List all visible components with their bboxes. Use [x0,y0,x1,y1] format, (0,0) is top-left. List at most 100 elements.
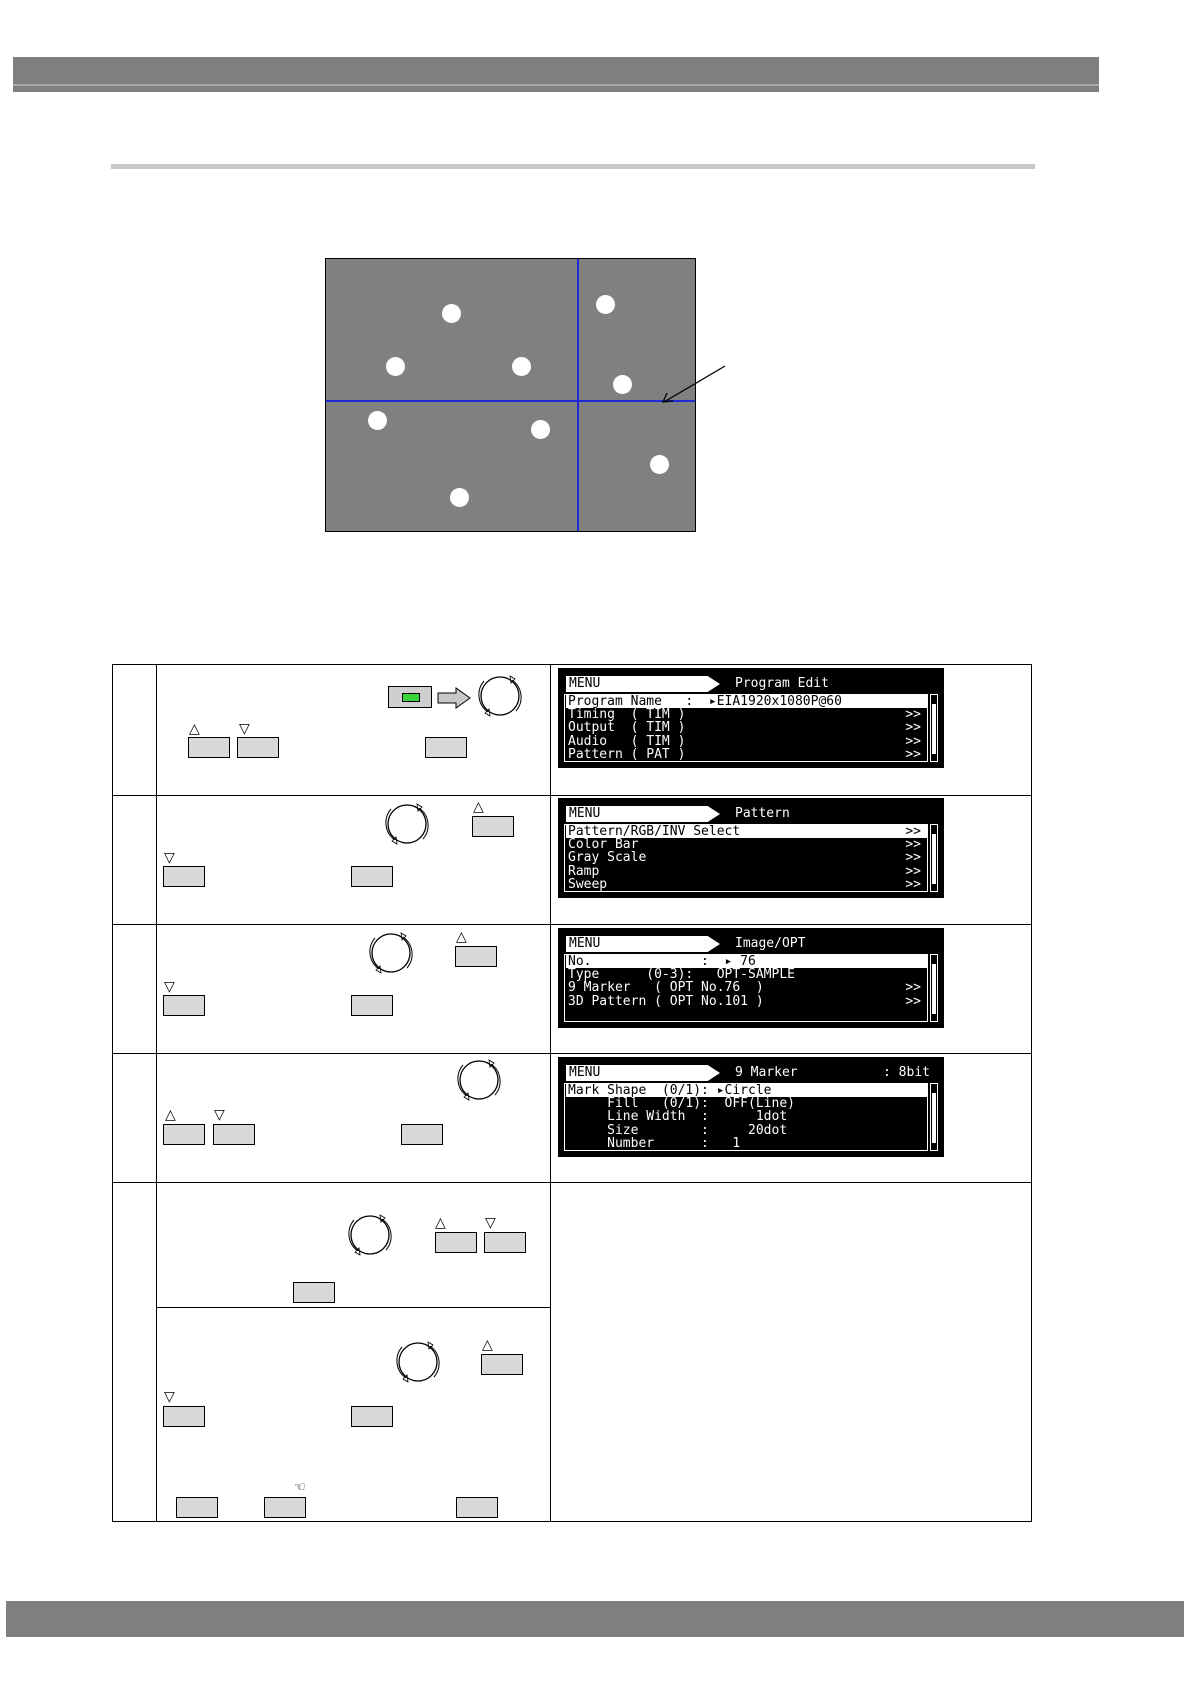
lcd-9-marker: MENU 9 Marker : 8bit Mark Shape (0/1): ▸… [558,1057,944,1157]
menu-row-label: Pattern/RGB/INV Select [568,824,741,839]
menu-row-label: Mark Shape (0/1): ▸Circle [568,1083,772,1098]
menu-row[interactable]: Gray Scale>> [566,851,927,864]
menu-row[interactable]: Type (0-3): OPT-SAMPLE [566,968,927,981]
menu-row-label: Line Width : 1dot [568,1109,788,1125]
menu-row-label: Audio ( TIM ) [568,733,686,749]
menu-row-arrow: >> [905,720,921,736]
menu-row-label: Color Bar [568,837,639,853]
menu-row[interactable]: Ramp>> [566,863,927,879]
marker-dot [442,304,461,323]
enter-key[interactable] [351,995,393,1016]
scrollbar-thumb[interactable] [932,704,936,754]
menu-row[interactable] [566,1008,927,1021]
menu-list: No. : ▸ 76 Type (0-3): OPT-SAMPLE 9 Mark… [566,955,927,1021]
menu-row-label: Program Name : ▸EIA1920x1080P@60 [568,694,842,709]
menu-row[interactable]: 9 Marker ( OPT No.76 )>> [566,981,927,994]
menu-row[interactable]: Line Width : 1dot [566,1110,927,1123]
step-number-column [113,665,157,1521]
menu-row-arrow: >> [905,863,921,879]
menu-row[interactable]: 3D Pattern ( OPT No.101 ) >> [566,993,927,1009]
up-key[interactable] [455,946,497,967]
row-divider [113,795,1031,796]
down-key[interactable] [484,1232,526,1253]
up-key[interactable] [472,816,514,837]
menu-row-arrow: >> [905,850,921,866]
up-key[interactable] [435,1232,477,1253]
menu-row[interactable]: No. : ▸ 76 [566,955,927,969]
menu-list: Program Name : ▸EIA1920x1080P@60 Timing … [566,695,927,761]
enter-key[interactable] [351,1406,393,1427]
marker-dot [368,411,387,430]
down-triangle-icon: ▽ [214,1107,225,1123]
menu-row[interactable]: Timing ( TIM )>> [566,708,927,721]
menu-row-label: 9 Marker ( OPT No.76 ) [568,980,764,996]
menu-row[interactable]: Fill (0/1): OFF(Line) [566,1097,927,1110]
menu-row[interactable]: Pattern/RGB/INV Select>> [566,825,927,838]
led-indicator [402,693,420,702]
down-key[interactable] [163,866,205,887]
menu-row[interactable]: Color Bar>> [566,838,927,851]
header-bar-stripe [13,84,1099,86]
rotary-knob-icon[interactable] [453,1054,505,1106]
menu-row-label: 3D Pattern ( OPT No.101 ) [568,993,764,1009]
rotary-knob-icon[interactable] [344,1209,396,1261]
up-triangle-icon: △ [435,1215,446,1231]
footer-bar [6,1601,1184,1637]
scrollbar[interactable] [930,694,938,762]
menu-row[interactable]: Sweep>> [566,878,927,891]
enter-key[interactable] [401,1124,443,1145]
menu-row-label: Type (0-3): OPT-SAMPLE [568,967,795,983]
down-key[interactable] [163,995,205,1016]
up-key[interactable] [481,1354,523,1375]
down-triangle-icon: ▽ [164,850,175,866]
scrollbar-thumb[interactable] [932,1093,936,1143]
screen-title: 9 Marker [735,1065,798,1080]
enter-key[interactable] [293,1282,335,1303]
enter-key[interactable] [425,737,467,758]
function-key[interactable] [264,1497,306,1518]
menu-row-label: Number : 1 [568,1135,741,1151]
down-key[interactable] [163,1406,205,1427]
header-bar [13,57,1099,92]
rotary-knob-icon[interactable] [474,670,526,722]
menu-row[interactable]: Mark Shape (0/1): ▸Circle [566,1083,927,1098]
up-key[interactable] [188,737,230,758]
menu-row-arrow: >> [905,993,921,1009]
enter-key[interactable] [351,866,393,887]
menu-tab: MENU [566,806,720,822]
hand-pointer-icon: ☜ [294,1480,306,1495]
menu-list: Mark Shape (0/1): ▸Circle Fill (0/1): OF… [566,1084,927,1150]
menu-row[interactable]: Output ( TIM )>> [566,721,927,734]
marker-dot [531,420,550,439]
marker-dot [512,357,531,376]
scrollbar-thumb[interactable] [932,964,936,1014]
screen-title: Image/OPT [735,936,806,951]
list-frame [564,824,928,892]
menu-row[interactable]: Audio ( TIM )>> [566,733,927,749]
menu-row[interactable]: Size : 20dot [566,1123,927,1137]
list-frame [564,694,928,762]
program-edit-button[interactable] [388,686,432,708]
down-key[interactable] [213,1124,255,1145]
menu-list: Pattern/RGB/INV Select>> Color Bar>> Gra… [566,825,927,891]
rotary-knob-icon[interactable] [381,798,433,850]
scrollbar-thumb[interactable] [932,834,936,884]
function-key[interactable] [176,1497,218,1518]
down-triangle-icon: ▽ [485,1215,496,1231]
lcd-program-edit: MENU Program Edit Program Name : ▸EIA192… [558,668,944,768]
up-key[interactable] [163,1124,205,1145]
up-triangle-icon: △ [482,1337,493,1353]
enter-key[interactable] [456,1497,498,1518]
scrollbar[interactable] [930,824,938,892]
menu-row[interactable]: Number : 1 [566,1137,927,1150]
menu-row[interactable]: Program Name : ▸EIA1920x1080P@60 [566,694,927,709]
lcd-pattern: MENU Pattern Pattern/RGB/INV Select>> Co… [558,798,944,898]
rotary-knob-icon[interactable] [392,1336,444,1388]
down-key[interactable] [237,737,279,758]
scrollbar[interactable] [930,954,938,1022]
marker-dot [386,357,405,376]
menu-row[interactable]: Pattern ( PAT )>> [566,748,927,761]
nine-marker-figure [325,258,696,532]
scrollbar[interactable] [930,1083,938,1151]
rotary-knob-icon[interactable] [365,927,417,979]
